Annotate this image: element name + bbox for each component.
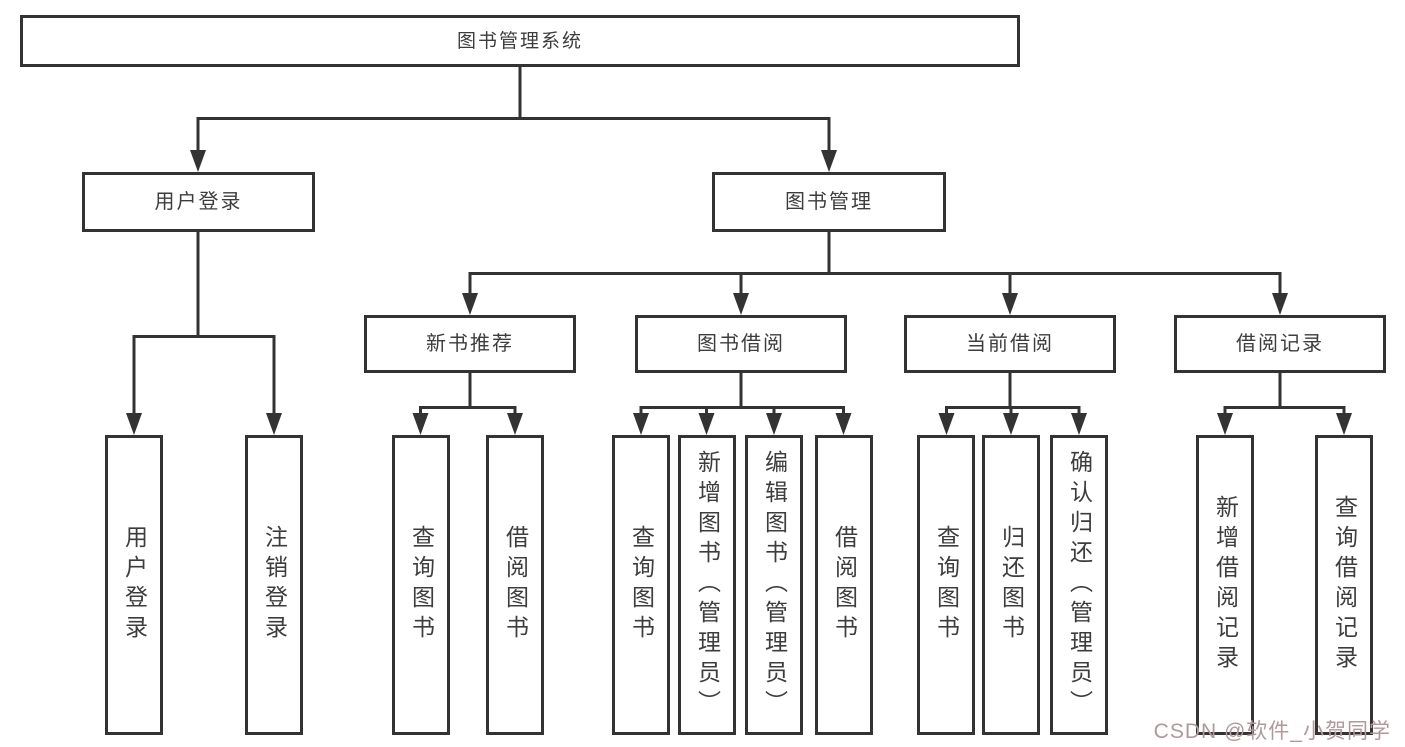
leaf-add-borrow-record-label: 新增借阅记录 xyxy=(1212,495,1239,675)
leaf-add-books-admin: 新增图书（管理员） xyxy=(678,435,736,735)
node-current-borrow-label: 当前借阅 xyxy=(966,333,1054,355)
node-borrow-records-label: 借阅记录 xyxy=(1236,333,1324,355)
node-user-login: 用户登录 xyxy=(82,172,315,232)
leaf-borrow-books-recommend-label: 借阅图书 xyxy=(502,525,529,645)
node-book-management: 图书管理 xyxy=(712,172,946,232)
node-current-borrow: 当前借阅 xyxy=(904,315,1116,373)
leaf-logout: 注销登录 xyxy=(245,435,303,735)
leaf-borrow-books: 借阅图书 xyxy=(815,435,873,735)
node-book-borrow: 图书借阅 xyxy=(635,315,847,373)
node-book-borrow-label: 图书借阅 xyxy=(697,333,785,355)
node-root: 图书管理系统 xyxy=(20,15,1020,67)
leaf-add-borrow-record: 新增借阅记录 xyxy=(1196,435,1254,735)
leaf-borrow-books-recommend: 借阅图书 xyxy=(486,435,544,735)
node-new-book-recommend: 新书推荐 xyxy=(364,315,576,373)
node-book-management-label: 图书管理 xyxy=(785,191,873,213)
node-new-book-recommend-label: 新书推荐 xyxy=(426,333,514,355)
leaf-edit-books-admin: 编辑图书（管理员） xyxy=(745,435,803,735)
leaf-borrow-books-label: 借阅图书 xyxy=(831,525,858,645)
leaf-query-books-recommend-label: 查询图书 xyxy=(408,525,435,645)
leaf-query-books-current-label: 查询图书 xyxy=(933,525,960,645)
leaf-query-books-current: 查询图书 xyxy=(917,435,975,735)
leaf-user-login-label: 用户登录 xyxy=(121,525,148,645)
leaf-query-borrow-record-label: 查询借阅记录 xyxy=(1331,495,1358,675)
node-borrow-records: 借阅记录 xyxy=(1174,315,1386,373)
leaf-query-borrow-record: 查询借阅记录 xyxy=(1315,435,1373,735)
node-user-login-label: 用户登录 xyxy=(154,191,243,213)
leaf-confirm-return-admin-label: 确认归还（管理员） xyxy=(1066,450,1093,720)
leaf-add-books-admin-label: 新增图书（管理员） xyxy=(694,450,721,720)
leaf-edit-books-admin-label: 编辑图书（管理员） xyxy=(761,450,788,720)
leaf-query-books-borrow: 查询图书 xyxy=(612,435,670,735)
leaf-confirm-return-admin: 确认归还（管理员） xyxy=(1050,435,1108,735)
leaf-user-login: 用户登录 xyxy=(105,435,163,735)
leaf-return-books-label: 归还图书 xyxy=(998,525,1025,645)
leaf-logout-label: 注销登录 xyxy=(261,525,288,645)
csdn-watermark: CSDN @软件_小贺同学 xyxy=(1153,720,1391,743)
leaf-query-books-recommend: 查询图书 xyxy=(392,435,450,735)
node-root-label: 图书管理系统 xyxy=(456,30,583,52)
leaf-query-books-borrow-label: 查询图书 xyxy=(628,525,655,645)
leaf-return-books: 归还图书 xyxy=(982,435,1040,735)
